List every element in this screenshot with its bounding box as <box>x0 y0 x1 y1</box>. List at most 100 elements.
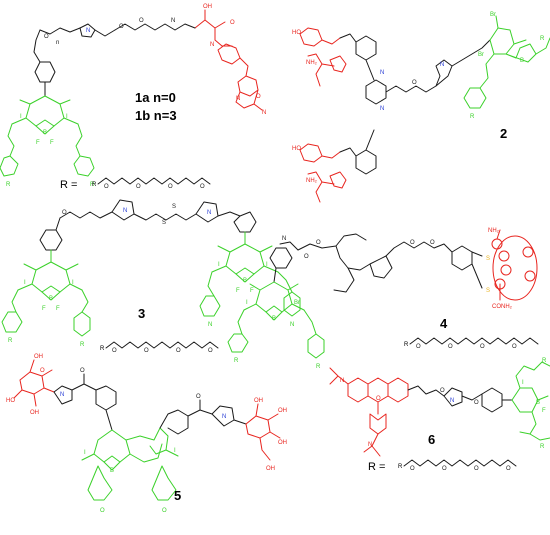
compound-1-bodipy-core: I I B F F R R <box>0 51 95 188</box>
compound-5-bodipy-core: I I B O O <box>81 427 179 514</box>
atom-o-11: O <box>304 254 309 260</box>
atom-ho-1: HO <box>292 30 301 36</box>
atom-n-10: N <box>207 210 211 216</box>
atom-n-18: N <box>450 398 454 404</box>
compound-6-label: 6 <box>428 432 435 447</box>
atom-o-r1: O <box>104 184 109 190</box>
atom-o-15: O <box>162 508 167 514</box>
compound-3-label: 3 <box>138 306 145 321</box>
atom-r-10: R <box>540 444 545 450</box>
r-group-definition-right: R O O O O <box>404 337 539 350</box>
atom-i-1: I <box>20 114 22 120</box>
atom-o-r16: O <box>506 466 511 472</box>
atom-i-8: I <box>84 450 86 456</box>
atom-f-7: F <box>542 408 546 414</box>
r-group-label-top: R = <box>60 179 77 191</box>
atom-o-r8: O <box>208 348 213 354</box>
atom-n-5: N <box>86 28 90 34</box>
atom-n-16: N <box>340 378 344 384</box>
atom-br-2: Br <box>478 52 484 58</box>
atom-n-7: N <box>380 106 384 112</box>
atom-f-5: F <box>236 288 240 294</box>
atom-s-4: S <box>486 288 490 294</box>
atom-o-r12: O <box>512 344 517 350</box>
r-prefix-right: R <box>404 342 409 348</box>
atom-r-5: R <box>8 338 13 344</box>
compound-5-targeting-moiety-right: OH OH OH OH <box>245 398 287 472</box>
atom-n-8: N <box>440 62 444 68</box>
compound-4-label: 4 <box>440 316 448 331</box>
atom-o-r6: O <box>144 348 149 354</box>
atom-o-r9: O <box>416 344 421 350</box>
atom-oh-3: OH <box>34 354 43 360</box>
atom-r-7: R <box>234 358 239 364</box>
atom-r-2: R <box>90 182 95 188</box>
atom-o-r4: O <box>200 184 205 190</box>
atom-f-2: F <box>50 140 54 146</box>
compound-6-linker: O N O <box>407 385 513 413</box>
atom-o-10: O <box>316 240 321 246</box>
atom-oh-7: OH <box>278 440 287 446</box>
atom-n-12: N <box>290 322 294 328</box>
atom-n-2: N <box>236 96 240 102</box>
atom-b-2: B <box>520 58 524 64</box>
atom-n-17: N <box>368 442 372 448</box>
atom-o-12: O <box>40 368 45 374</box>
atom-br-3: Br <box>294 300 300 306</box>
compound-2-linker: N N O N <box>339 33 491 175</box>
atom-r-9: R <box>542 358 547 364</box>
compound-1b-label: 1b n=3 <box>135 108 177 123</box>
atom-b-3: B <box>49 296 53 302</box>
atom-o-1: O <box>230 20 235 26</box>
atom-i-2: I <box>66 114 68 120</box>
r-group-definition-top: R = R O O O O <box>60 177 211 191</box>
compound-3-bodipy-core-right: I I B F F N N <box>199 231 301 328</box>
atom-n-9: N <box>123 208 127 214</box>
atom-n-11: N <box>208 322 212 328</box>
compound-4-targeting-moiety: NH₂ CONH₂ S S <box>486 228 538 310</box>
atom-o-13: O <box>80 368 85 374</box>
compound-1-linker: N O O N O n <box>33 18 196 53</box>
compound-2-targeting-moiety: HO HO NH₂ NH₂ <box>292 27 347 203</box>
atom-oh-1: OH <box>203 4 212 10</box>
atom-ho-3: HO <box>6 398 15 404</box>
atom-b-1: B <box>43 130 47 136</box>
atom-o-4: O <box>119 24 124 30</box>
compound-5-linker-right: O N <box>159 394 247 435</box>
atom-o-3: O <box>139 18 144 24</box>
atom-n-15: N <box>222 414 226 420</box>
atom-s-3: S <box>486 256 490 262</box>
atom-s-1: S <box>162 220 166 226</box>
compound-3-bodipy-core-left: I I B F F R R <box>1 249 91 348</box>
r-prefix-mid: R <box>100 346 105 352</box>
compound-6-targeting-moiety: N O N <box>329 367 409 457</box>
atom-o-2: O <box>256 94 261 100</box>
atom-o-6: O <box>412 80 417 86</box>
atom-o-r2: O <box>136 184 141 190</box>
r-prefix-bottom: R <box>398 464 403 470</box>
compound-2-structure: HO HO NH₂ NH₂ N N O N Br B Br <box>292 12 550 203</box>
atom-r-6: R <box>80 342 85 348</box>
atom-f-4: F <box>56 306 60 312</box>
atom-f-1: F <box>36 140 40 146</box>
atom-o-r5: O <box>112 348 117 354</box>
compound-3-linker: N S S N O <box>39 199 257 251</box>
compound-2-bodipy-core: Br B Br R R <box>463 12 550 120</box>
atom-n-6: N <box>380 70 384 76</box>
atom-i-3: I <box>24 280 26 286</box>
atom-oh-8: OH <box>266 466 275 472</box>
compound-4-linker: O O O O N <box>279 233 483 293</box>
atom-ho-2: HO <box>292 146 301 152</box>
atom-i-9: I <box>174 448 176 454</box>
compound-1-structure: OH O N N O N N O O N O n <box>0 4 266 188</box>
atom-o-r15: O <box>474 466 479 472</box>
compound-1-targeting-moiety: OH O N N O N <box>194 4 266 116</box>
compound-4-structure: NH₂ CONH₂ S S O O O O N <box>227 228 538 370</box>
atom-oh-4: OH <box>30 410 39 416</box>
atom-o-7: O <box>62 210 67 216</box>
compound-4-bodipy-core: I Br B R R <box>227 247 325 370</box>
atom-r-1: R <box>6 182 11 188</box>
atom-o-9: O <box>430 240 435 246</box>
